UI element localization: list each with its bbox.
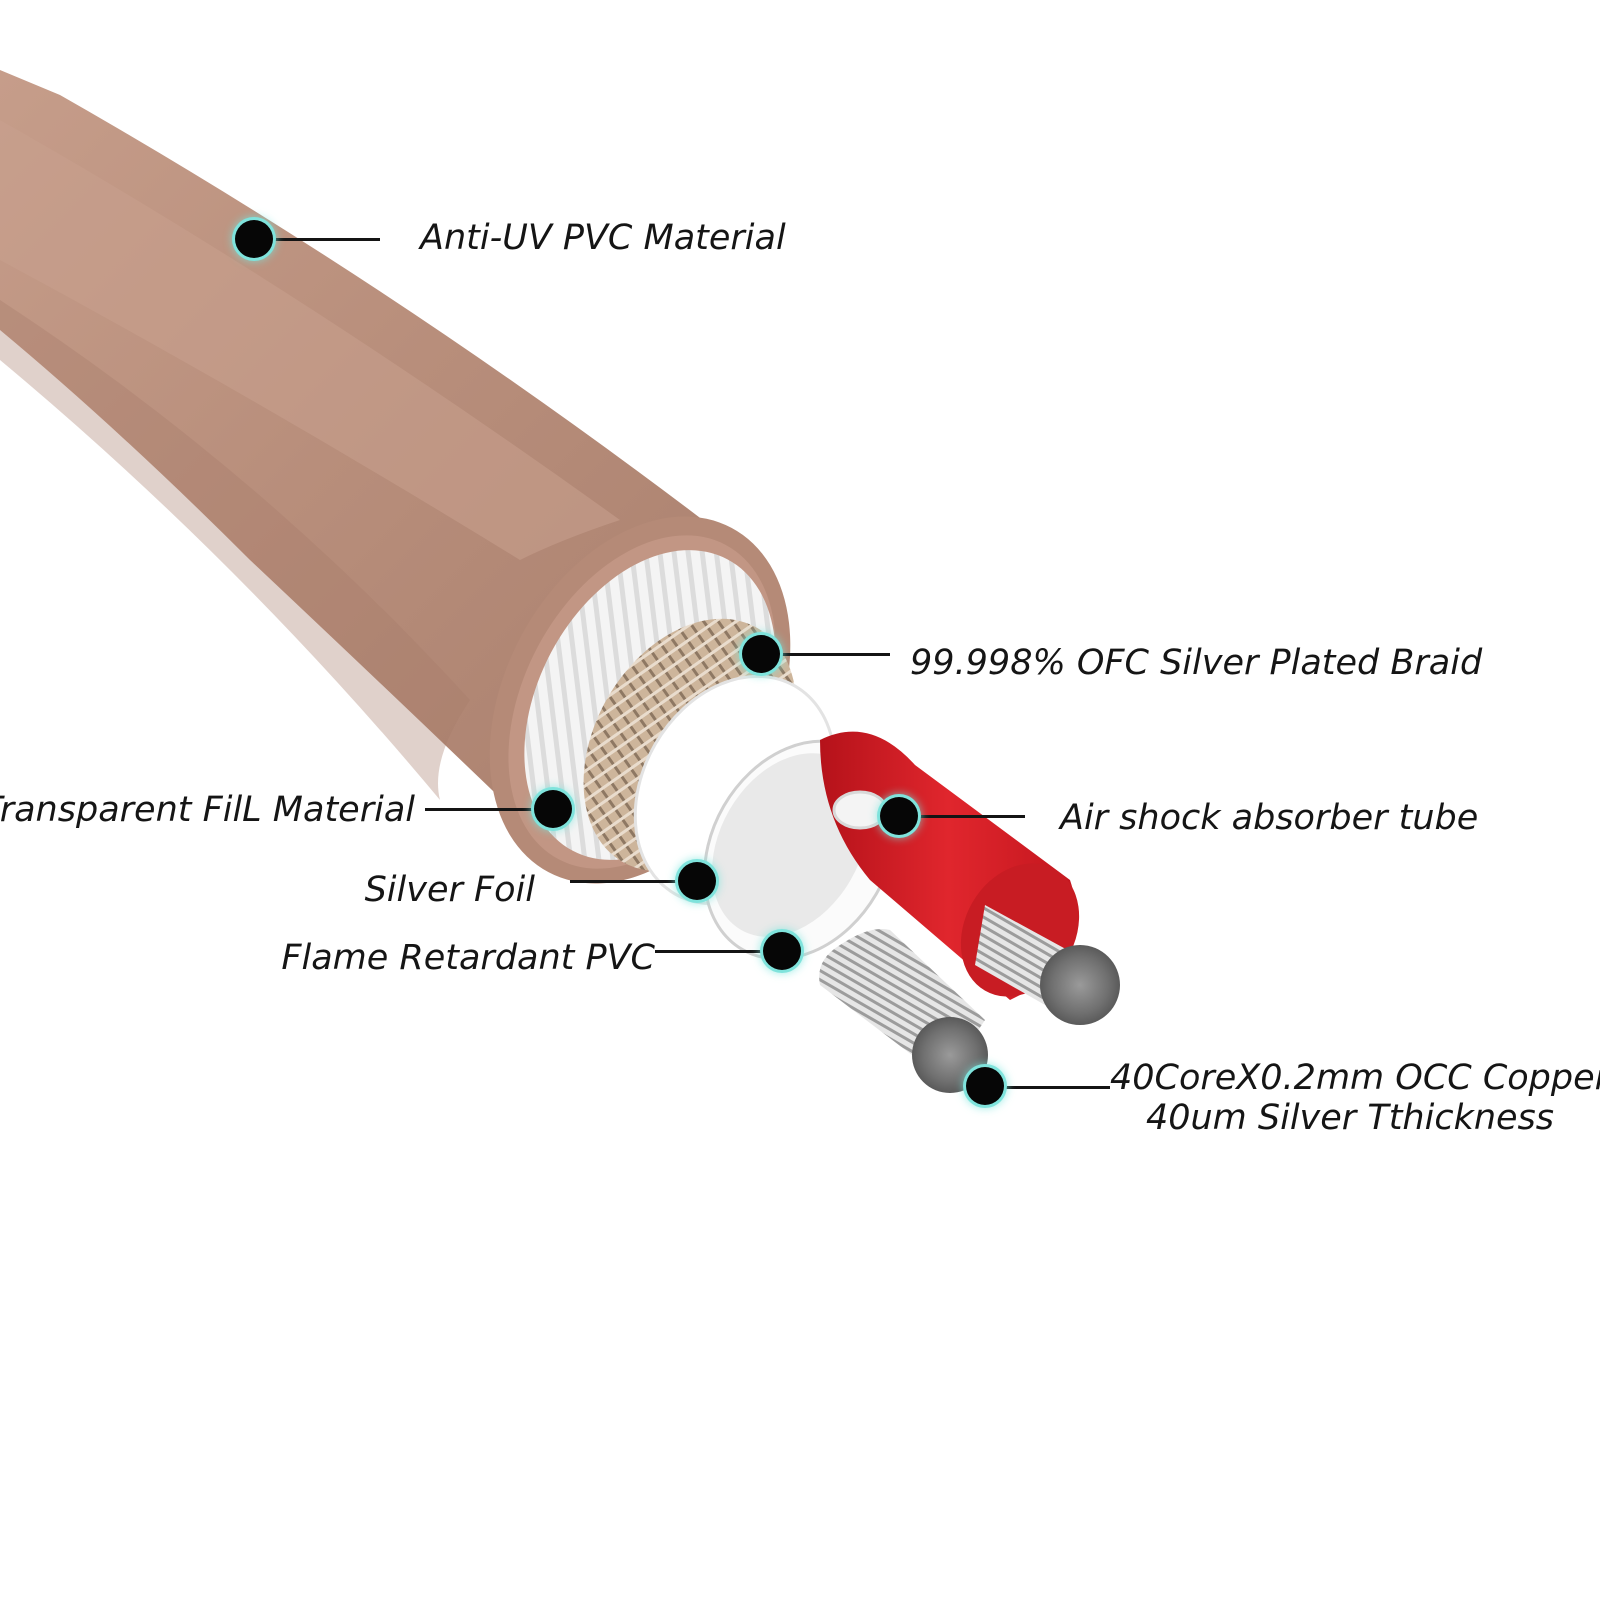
red-conductor-end [1040,945,1120,1025]
leader-line [255,238,380,241]
label-conductor-line2: 40um Silver Tthickness [1145,1098,1555,1139]
callout-dot-jacket [235,220,273,258]
label-air-shock-tube: Air shock absorber tube [1060,798,1479,838]
label-conductor-line1: 40CoreX0.2mm OCC Copper [1110,1058,1600,1098]
label-transparent-fill: Transparent FilL Material [0,790,415,830]
callout-dot-air-tube [880,797,918,835]
label-anti-uv-pvc: Anti-UV PVC Material [420,218,786,258]
label-conductor-spec: 40CoreX0.2mm OCC Copper 40um Silver Tthi… [1110,1058,1600,1139]
leader-line [425,808,535,811]
label-flame-retardant-pvc: Flame Retardant PVC [281,938,655,978]
leader-line [655,950,770,953]
callout-dot-foil [678,862,716,900]
leader-line [760,653,890,656]
callout-dot-braid [742,635,780,673]
air-shock-tube [832,790,888,830]
callout-dot-conductor [966,1067,1004,1105]
leader-line [895,815,1025,818]
callout-dot-fill [534,790,572,828]
leader-line [570,880,680,883]
leader-line [975,1086,1110,1089]
label-silver-foil: Silver Foil [364,870,535,910]
label-silver-plated-braid: 99.998% OFC Silver Plated Braid [910,643,1483,683]
callout-dot-flame-pvc [763,932,801,970]
